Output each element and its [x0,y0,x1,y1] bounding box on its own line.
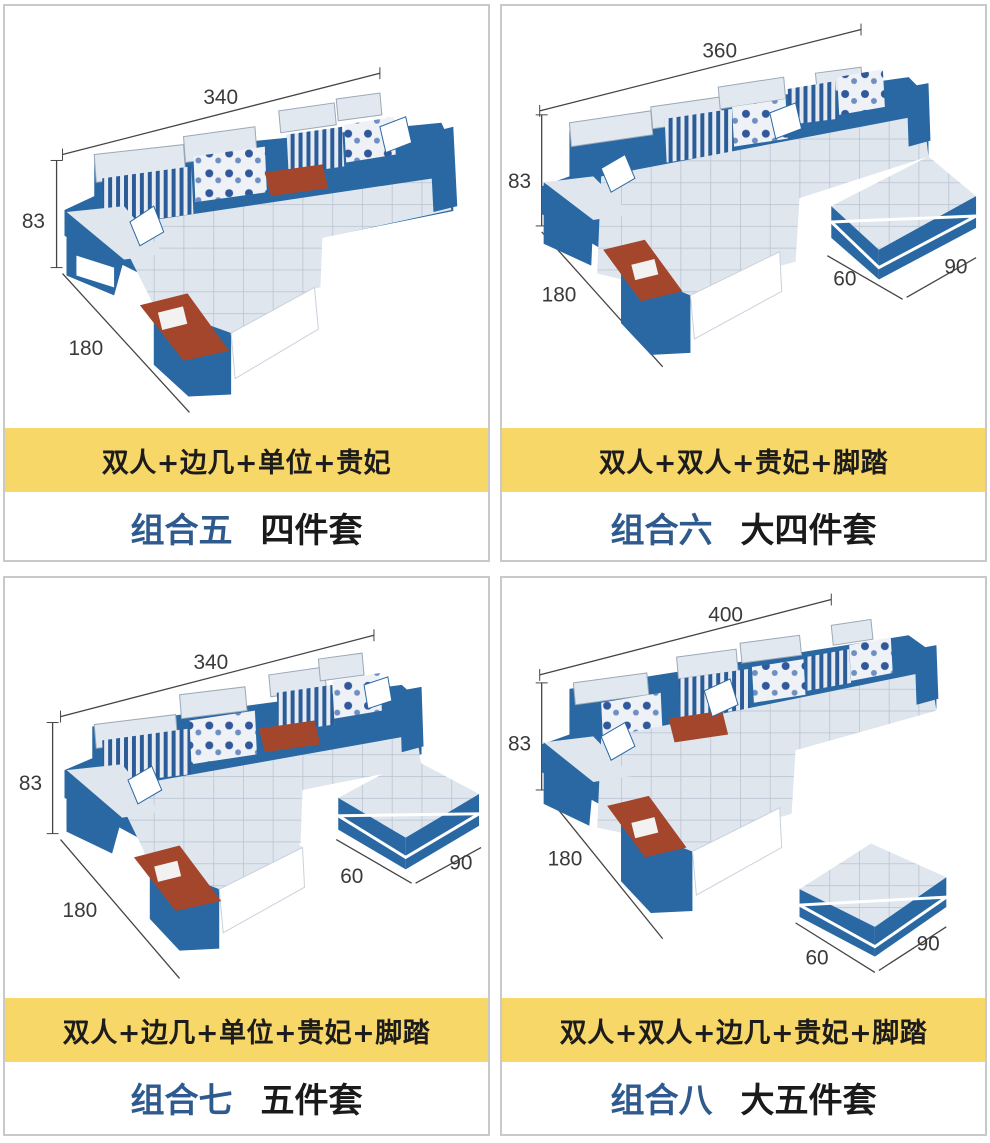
combo-title: 组合六 大四件套 [502,492,985,560]
combo-name: 组合六 [610,510,713,551]
dim-ottoman-l: 90 [944,256,967,279]
combo-title: 组合五 四件套 [5,492,488,560]
dim-ottoman-l: 90 [917,933,940,956]
sofa-illustration: 340 83 180 [5,6,488,428]
dim-depth: 180 [542,283,577,306]
contents-banner: 双人+边几+单位+贵妃 [5,428,488,492]
combo-card-5[interactable]: 340 83 180 双人+边几+单位+贵妃 组合五 四件套 [3,4,490,562]
combo-title: 组合七 五件套 [5,1062,488,1132]
dim-length: 340 [193,651,228,674]
dim-length: 340 [203,86,238,109]
contents-banner: 双人+双人+边几+贵妃+脚踏 [502,998,985,1062]
dim-depth: 180 [68,337,103,360]
set-name: 大四件套 [740,510,877,551]
set-name: 五件套 [260,1080,363,1121]
combo-card-7[interactable]: 340 83 180 60 90 双人+边几+单位+贵妃+脚踏 组合七 五件套 [3,576,490,1136]
combo-title: 组合八 大五件套 [502,1062,985,1132]
sofa-svg: 340 83 180 60 90 [19,629,485,979]
combo-card-6[interactable]: 360 83 180 60 90 双人+双人+贵妃+脚踏 组合六 大四件套 [500,4,987,562]
dim-ottoman-w: 60 [833,267,856,290]
sofa-illustration: 340 83 180 60 90 [5,578,488,998]
combo-card-8[interactable]: 400 83 180 60 90 双人+双人+边几+贵妃+脚踏 组合八 大五件套 [500,576,987,1136]
sofa-illustration: 360 83 180 60 90 [502,6,985,428]
dim-height: 83 [19,772,42,795]
dim-ottoman-l: 90 [449,851,472,874]
dim-ottoman-w: 60 [805,947,828,970]
dim-height: 83 [22,210,45,233]
set-name: 大五件套 [740,1080,877,1121]
contents-banner: 双人+边几+单位+贵妃+脚踏 [5,998,488,1062]
dim-ottoman-w: 60 [340,865,363,888]
dim-depth: 180 [548,847,583,870]
dim-length: 400 [708,603,743,626]
sofa-svg: 400 83 180 60 90 [508,593,952,974]
contents-banner: 双人+双人+贵妃+脚踏 [502,428,985,492]
sofa-svg: 340 83 180 [22,67,458,413]
sofa-illustration: 400 83 180 60 90 [502,578,985,998]
dim-depth: 180 [63,899,98,922]
dim-height: 83 [508,732,531,755]
dim-height: 83 [508,170,531,193]
combo-name: 组合七 [130,1080,233,1121]
dim-length: 360 [702,39,737,62]
combo-name: 组合五 [130,510,233,551]
combo-name: 组合八 [610,1080,713,1121]
sofa-svg: 360 83 180 60 90 [508,23,977,368]
set-name: 四件套 [260,510,363,551]
